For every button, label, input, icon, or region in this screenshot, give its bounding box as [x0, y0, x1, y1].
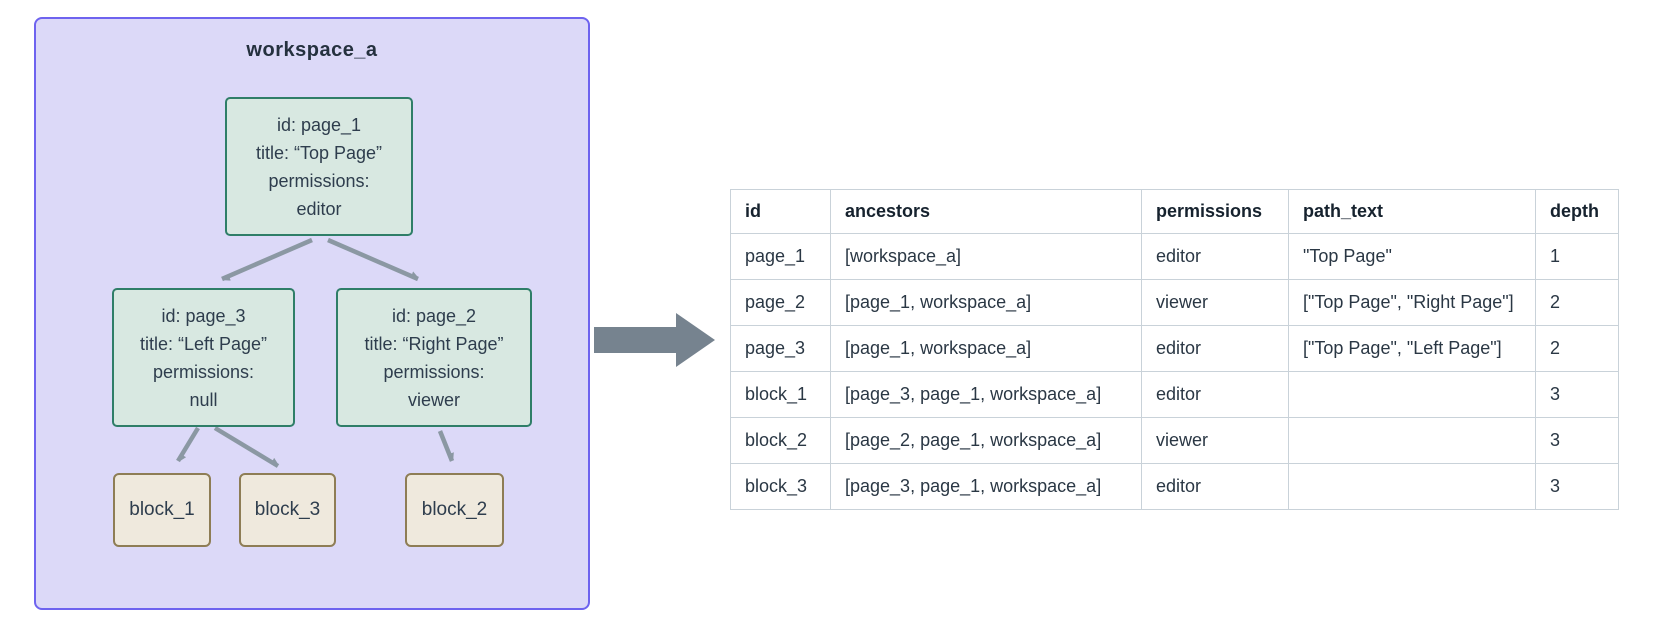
- table-row: block_3 [page_3, page_1, workspace_a] ed…: [730, 463, 1619, 510]
- cell-id: page_1: [730, 233, 831, 280]
- node-page-2: id: page_2 title: “Right Page” permissio…: [336, 288, 532, 427]
- edge-page1-page2-arrow-icon: [327, 237, 418, 282]
- node-page-2-permissions-value: viewer: [407, 389, 460, 410]
- cell-ancestors: [page_3, page_1, workspace_a]: [830, 371, 1142, 418]
- cell-ancestors: [page_3, page_1, workspace_a]: [830, 463, 1142, 510]
- table-row: page_2 [page_1, workspace_a] viewer ["To…: [730, 279, 1619, 326]
- cell-depth: 2: [1535, 279, 1619, 326]
- column-header-depth: depth: [1535, 189, 1619, 234]
- node-page-1: id: page_1 title: “Top Page” permissions…: [225, 97, 413, 236]
- column-header-path-text: path_text: [1288, 189, 1536, 234]
- cell-depth: 3: [1535, 463, 1619, 510]
- cell-permissions: viewer: [1141, 279, 1289, 326]
- edge-page3-block1-arrow-icon: [176, 426, 200, 461]
- node-page-2-title: title: “Right Page”: [364, 333, 504, 354]
- result-table: id ancestors permissions path_text depth…: [730, 189, 1619, 510]
- node-page-3: id: page_3 title: “Left Page” permission…: [112, 288, 295, 427]
- column-header-permissions: permissions: [1141, 189, 1289, 234]
- cell-path-text: [1288, 371, 1536, 418]
- flow-arrow-icon: [594, 313, 715, 367]
- node-page-2-id: id: page_2: [391, 305, 477, 326]
- cell-ancestors: [page_1, workspace_a]: [830, 325, 1142, 372]
- cell-id: block_3: [730, 463, 831, 510]
- node-block-2-label: block_2: [421, 499, 488, 520]
- cell-depth: 1: [1535, 233, 1619, 280]
- node-block-2: block_2: [405, 473, 504, 547]
- edge-page2-block2-arrow-icon: [437, 430, 455, 462]
- cell-path-text: "Top Page": [1288, 233, 1536, 280]
- cell-ancestors: [page_1, workspace_a]: [830, 279, 1142, 326]
- cell-permissions: editor: [1141, 233, 1289, 280]
- cell-id: page_2: [730, 279, 831, 326]
- node-block-1: block_1: [113, 473, 211, 547]
- cell-ancestors: [workspace_a]: [830, 233, 1142, 280]
- cell-path-text: [1288, 417, 1536, 464]
- node-page-3-title: title: “Left Page”: [139, 333, 268, 354]
- table-row: page_3 [page_1, workspace_a] editor ["To…: [730, 325, 1619, 372]
- cell-permissions: editor: [1141, 371, 1289, 418]
- node-page-1-title: title: “Top Page”: [255, 142, 383, 163]
- edge-page3-block3-arrow-icon: [213, 426, 278, 468]
- cell-permissions: viewer: [1141, 417, 1289, 464]
- node-block-3: block_3: [239, 473, 336, 547]
- cell-path-text: ["Top Page", "Right Page"]: [1288, 279, 1536, 326]
- edge-page1-page3-arrow-icon: [221, 237, 313, 282]
- cell-depth: 2: [1535, 325, 1619, 372]
- cell-path-text: ["Top Page", "Left Page"]: [1288, 325, 1536, 372]
- table-row: block_1 [page_3, page_1, workspace_a] ed…: [730, 371, 1619, 418]
- node-page-3-permissions-label: permissions:: [152, 361, 255, 382]
- cell-id: block_2: [730, 417, 831, 464]
- node-page-1-permissions-value: editor: [296, 198, 342, 219]
- node-block-1-label: block_1: [129, 499, 195, 520]
- node-page-3-id: id: page_3: [161, 305, 246, 326]
- cell-id: page_3: [730, 325, 831, 372]
- table-row: page_1 [workspace_a] editor "Top Page" 1: [730, 233, 1619, 280]
- cell-depth: 3: [1535, 371, 1619, 418]
- cell-permissions: editor: [1141, 325, 1289, 372]
- column-header-ancestors: ancestors: [830, 189, 1142, 234]
- cell-path-text: [1288, 463, 1536, 510]
- node-page-1-id: id: page_1: [276, 114, 362, 135]
- node-page-1-permissions-label: permissions:: [268, 170, 370, 191]
- cell-depth: 3: [1535, 417, 1619, 464]
- node-page-2-permissions-label: permissions:: [383, 361, 485, 382]
- table-row: block_2 [page_2, page_1, workspace_a] vi…: [730, 417, 1619, 464]
- table-header-row: id ancestors permissions path_text depth: [730, 189, 1619, 234]
- cell-permissions: editor: [1141, 463, 1289, 510]
- node-page-3-permissions-value: null: [189, 389, 218, 410]
- column-header-id: id: [730, 189, 831, 234]
- cell-ancestors: [page_2, page_1, workspace_a]: [830, 417, 1142, 464]
- node-block-3-label: block_3: [254, 499, 321, 520]
- cell-id: block_1: [730, 371, 831, 418]
- workspace-title: workspace_a: [246, 39, 378, 61]
- workspace-container: workspace_a id: page_1 title: “Top Page”…: [34, 17, 590, 610]
